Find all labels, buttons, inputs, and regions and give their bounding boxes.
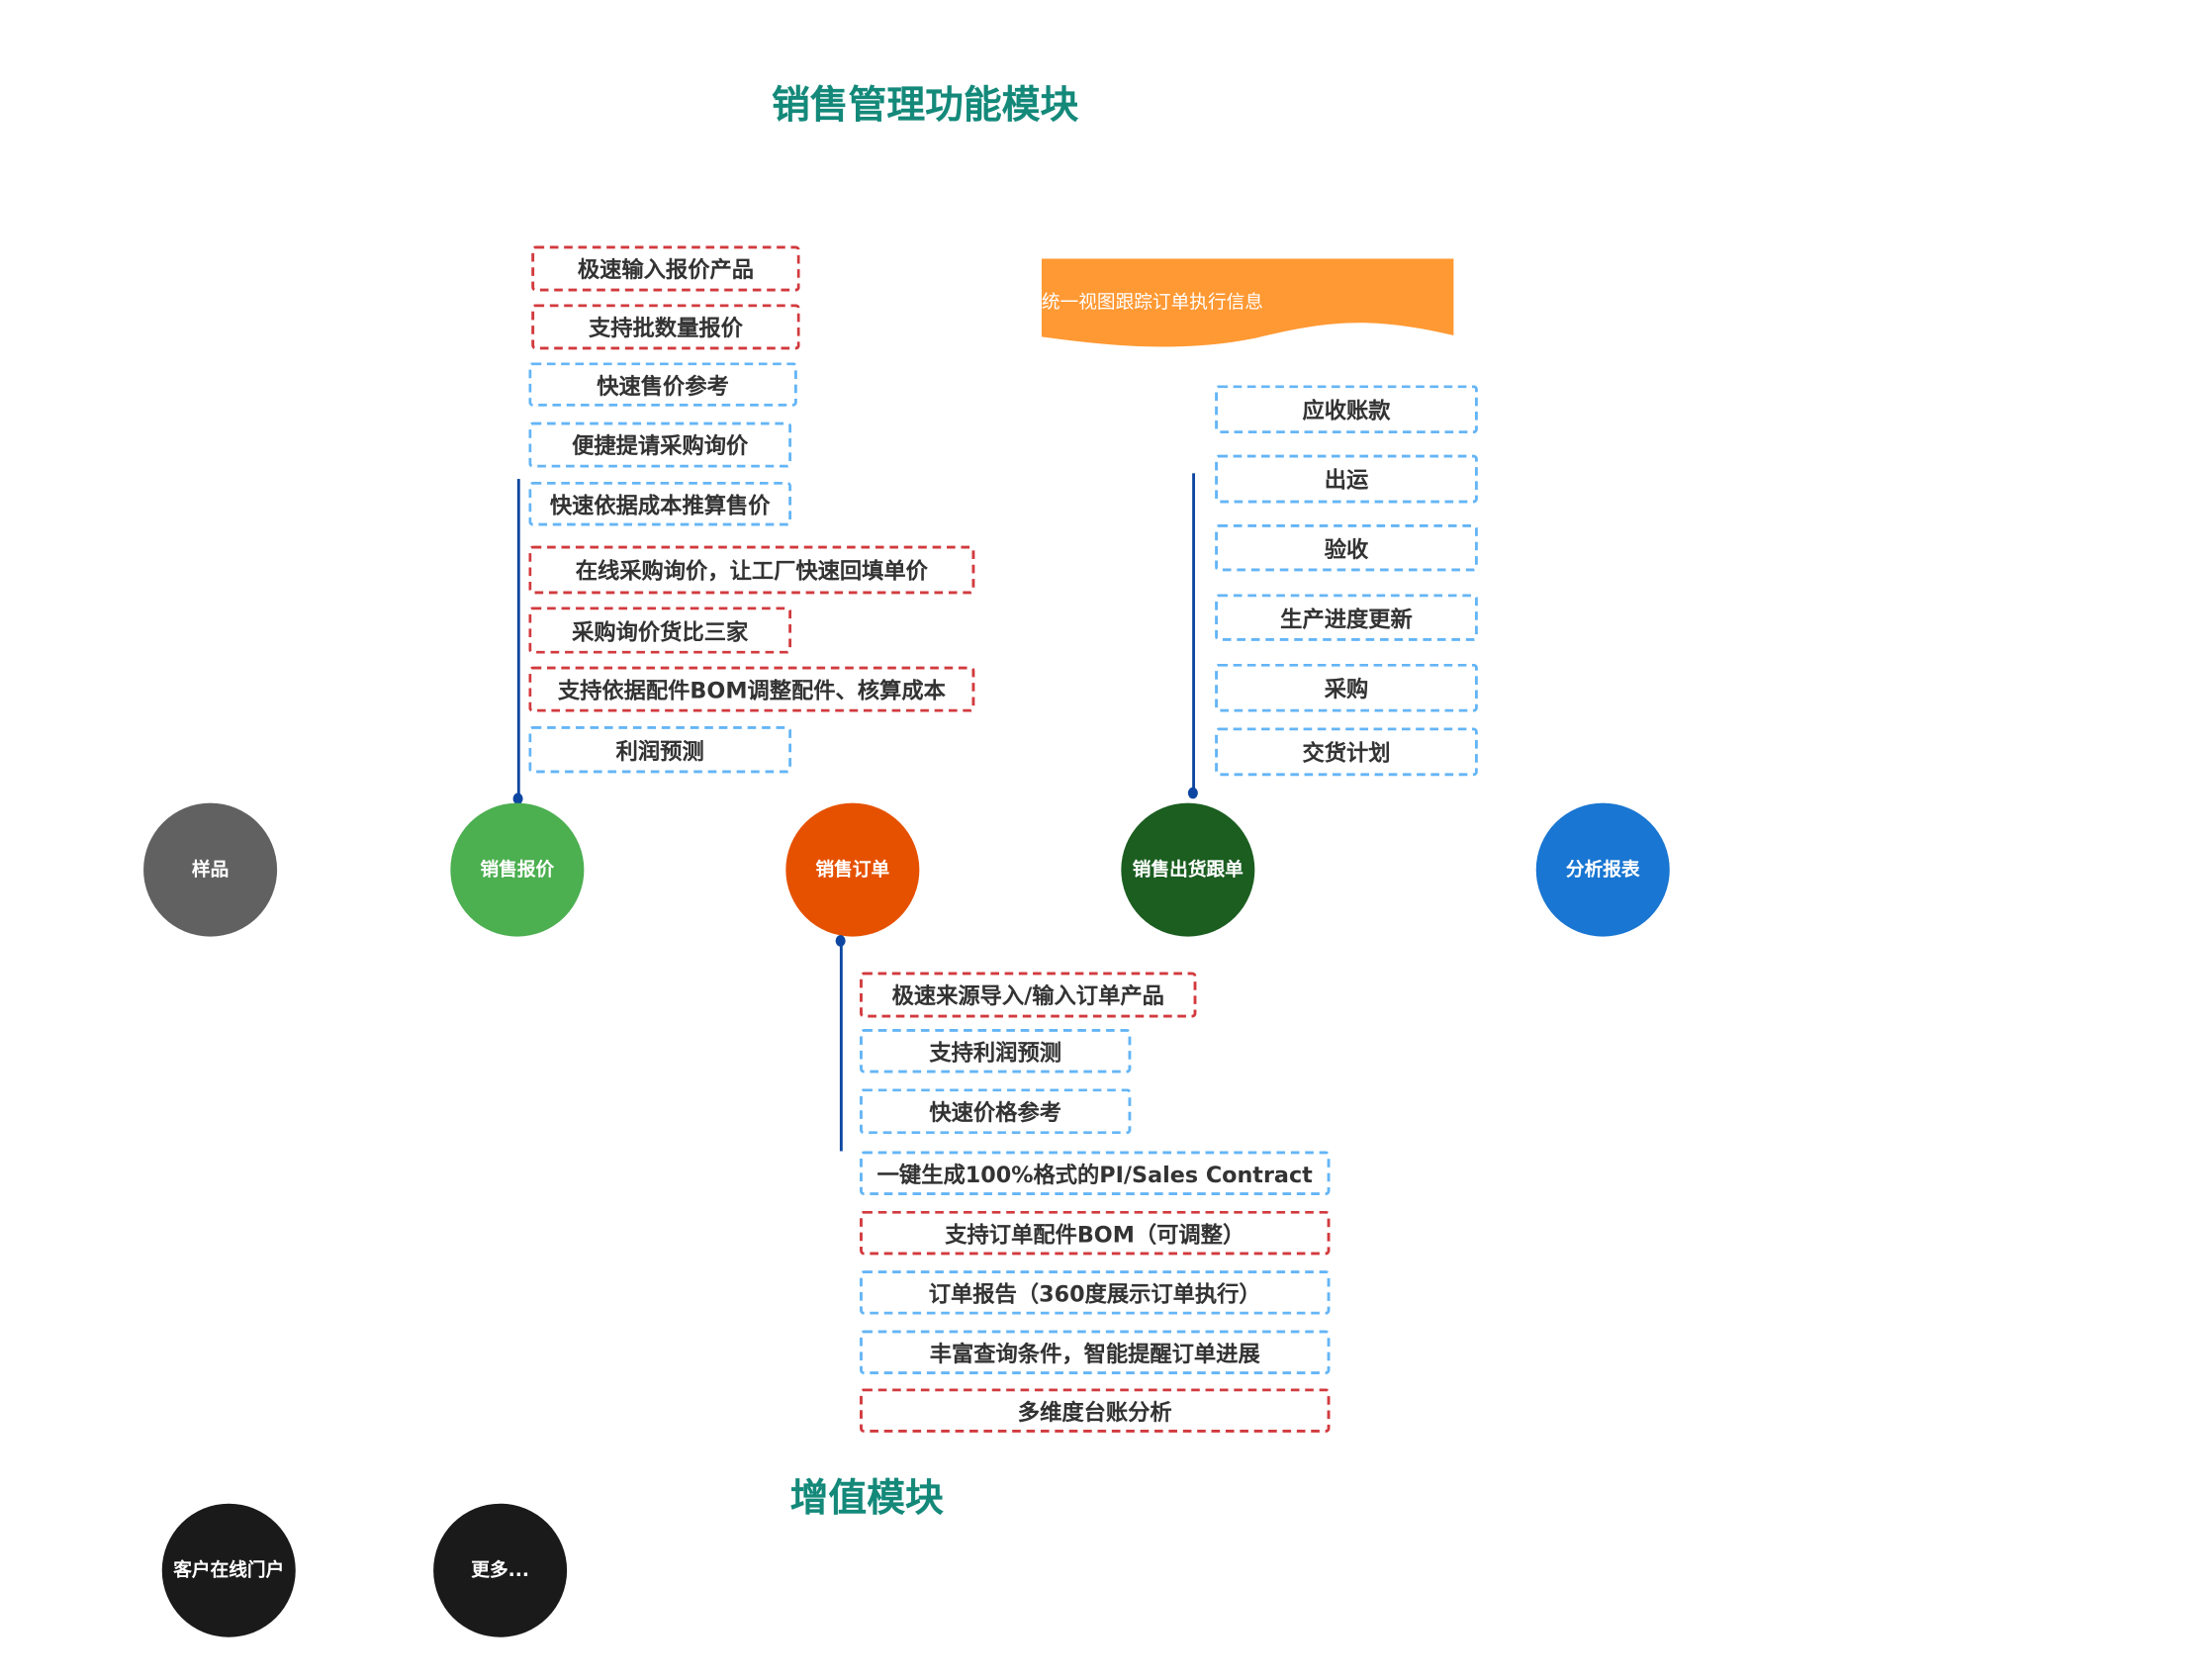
node-shipping-tracking[interactable]: 销售出货跟单 <box>1121 802 1255 937</box>
order-feature: 一键生成100%格式的PI/Sales Contract <box>860 1151 1331 1196</box>
node-sales-order[interactable]: 销售订单 <box>785 802 920 937</box>
node-sales-quote[interactable]: 销售报价 <box>450 802 585 937</box>
order-connector <box>839 940 843 1152</box>
banner-text: 统一视图跟踪订单执行信息 <box>1041 292 1263 315</box>
order-feature: 支持利润预测 <box>860 1028 1132 1073</box>
shipping-feature: 采购 <box>1215 663 1478 712</box>
order-feature: 订单报告（360度展示订单执行） <box>860 1270 1331 1315</box>
shipping-feature: 出运 <box>1215 454 1478 504</box>
node-more[interactable]: 更多... <box>433 1503 568 1637</box>
quote-feature: 支持批数量报价 <box>531 304 800 350</box>
quote-feature: 在线采购询价，让工厂快速回填单价 <box>528 545 975 595</box>
node-customer-portal[interactable]: 客户在线门户 <box>161 1503 296 1637</box>
tracking-banner: 统一视图跟踪订单执行信息 <box>1041 258 1454 349</box>
order-feature: 支持订单配件BOM（可调整） <box>860 1210 1331 1256</box>
quote-feature: 便捷提请采购询价 <box>528 421 792 468</box>
quote-feature: 极速输入报价产品 <box>531 245 800 292</box>
quote-feature: 采购询价货比三家 <box>528 607 792 654</box>
shipping-feature: 交货计划 <box>1215 727 1478 777</box>
order-feature: 快速价格参考 <box>860 1088 1132 1135</box>
order-feature: 多维度台账分析 <box>860 1388 1331 1433</box>
order-feature: 丰富查询条件，智能提醒订单进展 <box>860 1330 1331 1374</box>
quote-feature: 快速售价参考 <box>528 362 797 407</box>
quote-feature: 支持依据配件BOM调整配件、核算成本 <box>528 666 975 712</box>
value-added-title: 增值模块 <box>789 1476 944 1521</box>
shipping-connector-dot <box>1187 787 1198 799</box>
order-feature: 极速来源导入/输入订单产品 <box>860 972 1197 1018</box>
shipping-feature: 生产进度更新 <box>1215 594 1478 641</box>
quote-feature: 快速依据成本推算售价 <box>528 481 792 526</box>
quote-connector-dot <box>512 793 523 805</box>
shipping-feature: 验收 <box>1215 524 1478 572</box>
shipping-feature: 应收账款 <box>1215 385 1478 434</box>
shipping-connector <box>1192 473 1196 793</box>
banner-shape <box>1041 258 1454 347</box>
node-sample[interactable]: 样品 <box>143 802 278 937</box>
quote-feature: 利润预测 <box>528 726 792 774</box>
node-analysis-report[interactable]: 分析报表 <box>1535 802 1670 937</box>
quote-connector <box>516 479 520 799</box>
diagram-title: 销售管理功能模块 <box>771 83 1079 129</box>
